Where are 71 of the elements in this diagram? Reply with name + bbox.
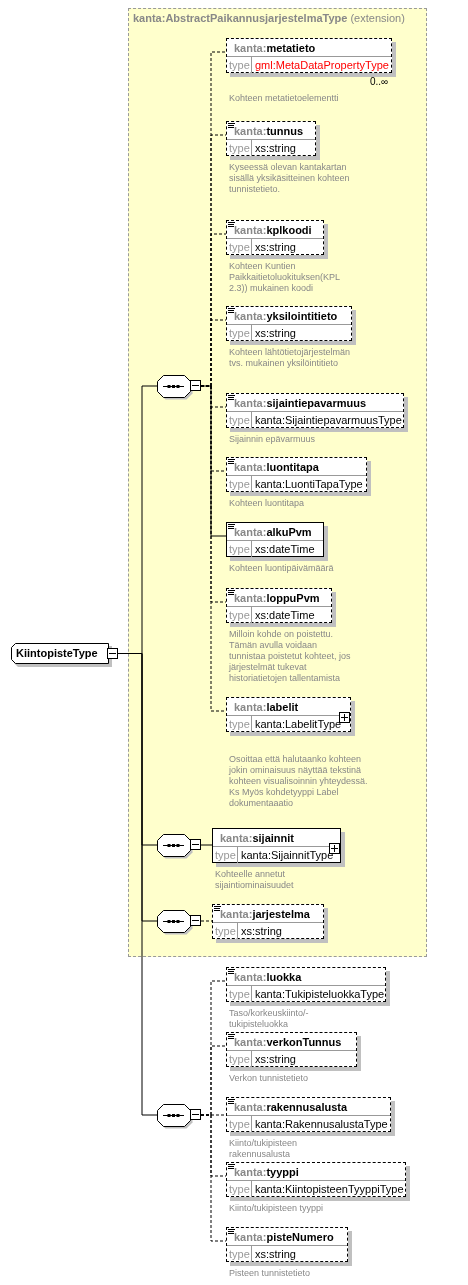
element-name: kanta:luontitapa [234, 460, 319, 475]
description-text: Kiinto/tukipisteen rakennusalusta [229, 1138, 299, 1160]
element-name: kanta:tyyppi [234, 1165, 299, 1180]
description-text: Pisteen tunnistetieto [229, 1268, 312, 1279]
description-text: Kohteen luontipäivämäärä [229, 563, 335, 574]
description-text: Taso/korkeuskiinto/-tukipisteluokka [229, 1008, 310, 1030]
type-label: type [227, 986, 252, 1002]
type-name: kanta:SijaintiepavarmuusType [254, 413, 402, 428]
element-name: kanta:loppuPvm [234, 591, 320, 606]
element-name: kanta:pisteNumero [234, 1230, 334, 1245]
element-name: kanta:luokka [234, 970, 302, 985]
type-name: kanta:TukipisteluokkaType [254, 987, 385, 1002]
description-text: Sijainnin epävarmuus [229, 434, 317, 445]
element-name: kanta:jarjestelma [220, 907, 310, 922]
type-label: type [227, 325, 252, 341]
type-label: type [227, 57, 252, 73]
extension-group-box [128, 8, 427, 957]
type-name: kanta:KiintopisteenTyyppiType [254, 1182, 404, 1197]
type-label: type [213, 847, 238, 863]
type-label: type [227, 716, 252, 732]
type-label: type [227, 412, 252, 428]
occurrence-label: 0..∞ [370, 76, 389, 87]
type-name: gml:MetaDataPropertyType [254, 58, 389, 73]
description-text: Kohteelle annetut sijaintiominaisuudet [215, 869, 295, 891]
type-label: type [227, 541, 252, 557]
type-name: xs:string [254, 326, 296, 341]
connector-line [200, 1114, 227, 1242]
description-text: Milloin kohde on poistettu. Tämän avulla voidaan tunnistaa poistetut kohteet, jos järjestelmät tukevat historiatietojen tallentamista [229, 629, 352, 684]
type-name: KiintopisteType [16, 647, 98, 659]
type-label: type [227, 239, 252, 255]
type-name: xs:string [254, 240, 296, 255]
element-name: kanta:kplkoodi [234, 223, 312, 238]
description-text: Kiinto/tukipisteen tyyppi [229, 1203, 325, 1214]
type-name: kanta:LuontiTapaType [254, 477, 363, 492]
type-name: xs:string [240, 924, 282, 939]
type-label: type [227, 1051, 252, 1067]
type-label: type [227, 1181, 252, 1197]
element-name: kanta:yksilointitieto [234, 309, 338, 324]
type-name: xs:string [254, 1052, 296, 1067]
description-text: Verkon tunnistetieto [229, 1073, 310, 1084]
description-text: Osoittaa että halutaanko kohteen jokin ominaisuus näyttää tekstinä kohteen visualisoinnin yhteydessä. Ks Myös kohdetyyppi Label dokumentaaatio [229, 754, 369, 809]
connector-line [200, 844, 213, 846]
element-name: kanta:verkonTunnus [234, 1035, 342, 1050]
root-type-box [11, 643, 118, 664]
type-label: type [227, 140, 252, 156]
element-name: kanta:sijainnit [220, 831, 294, 846]
description-text: Kohteen lähtötietojärjestelmän tvs. mukainen yksilöintitieto [229, 347, 352, 369]
element-name: kanta:rakennusalusta [234, 1100, 348, 1115]
element-name: kanta:sijaintiepavarmuus [234, 396, 367, 411]
type-label: type [227, 607, 252, 623]
element-name: kanta:labelit [234, 700, 299, 715]
connector-line [200, 920, 213, 922]
type-name: kanta:SijainnitType [240, 848, 334, 863]
element-name: kanta:alkuPvm [234, 525, 312, 540]
element-name: kanta:tunnus [234, 124, 304, 139]
type-name: xs:dateTime [254, 608, 315, 623]
type-label: type [213, 923, 238, 939]
description-text: Kohteen metatietoelementti [229, 93, 340, 104]
type-name: xs:string [254, 1247, 296, 1262]
type-label: type [227, 1116, 252, 1132]
description-text: Kyseessä olevan kantakartan sisällä yksikäsitteinen kohteen tunnistetieto. [229, 162, 351, 195]
description-text: Kohteen luontitapa [229, 498, 306, 509]
type-label: type [227, 476, 252, 492]
type-label: type [227, 1246, 252, 1262]
group-heading: kanta:AbstractPaikannusjarjestelmaType (extension) [133, 12, 405, 24]
type-name: xs:dateTime [254, 542, 315, 557]
type-name: kanta:RakennusalustaType [254, 1117, 388, 1132]
type-name: xs:string [254, 141, 296, 156]
type-name: kanta:LabelitType [254, 717, 342, 732]
description-text: Kohteen Kuntien Paikkaitietoluokituksen(KPL 2.3)) mukainen koodi [229, 261, 341, 294]
element-name: kanta:metatieto [234, 41, 316, 56]
